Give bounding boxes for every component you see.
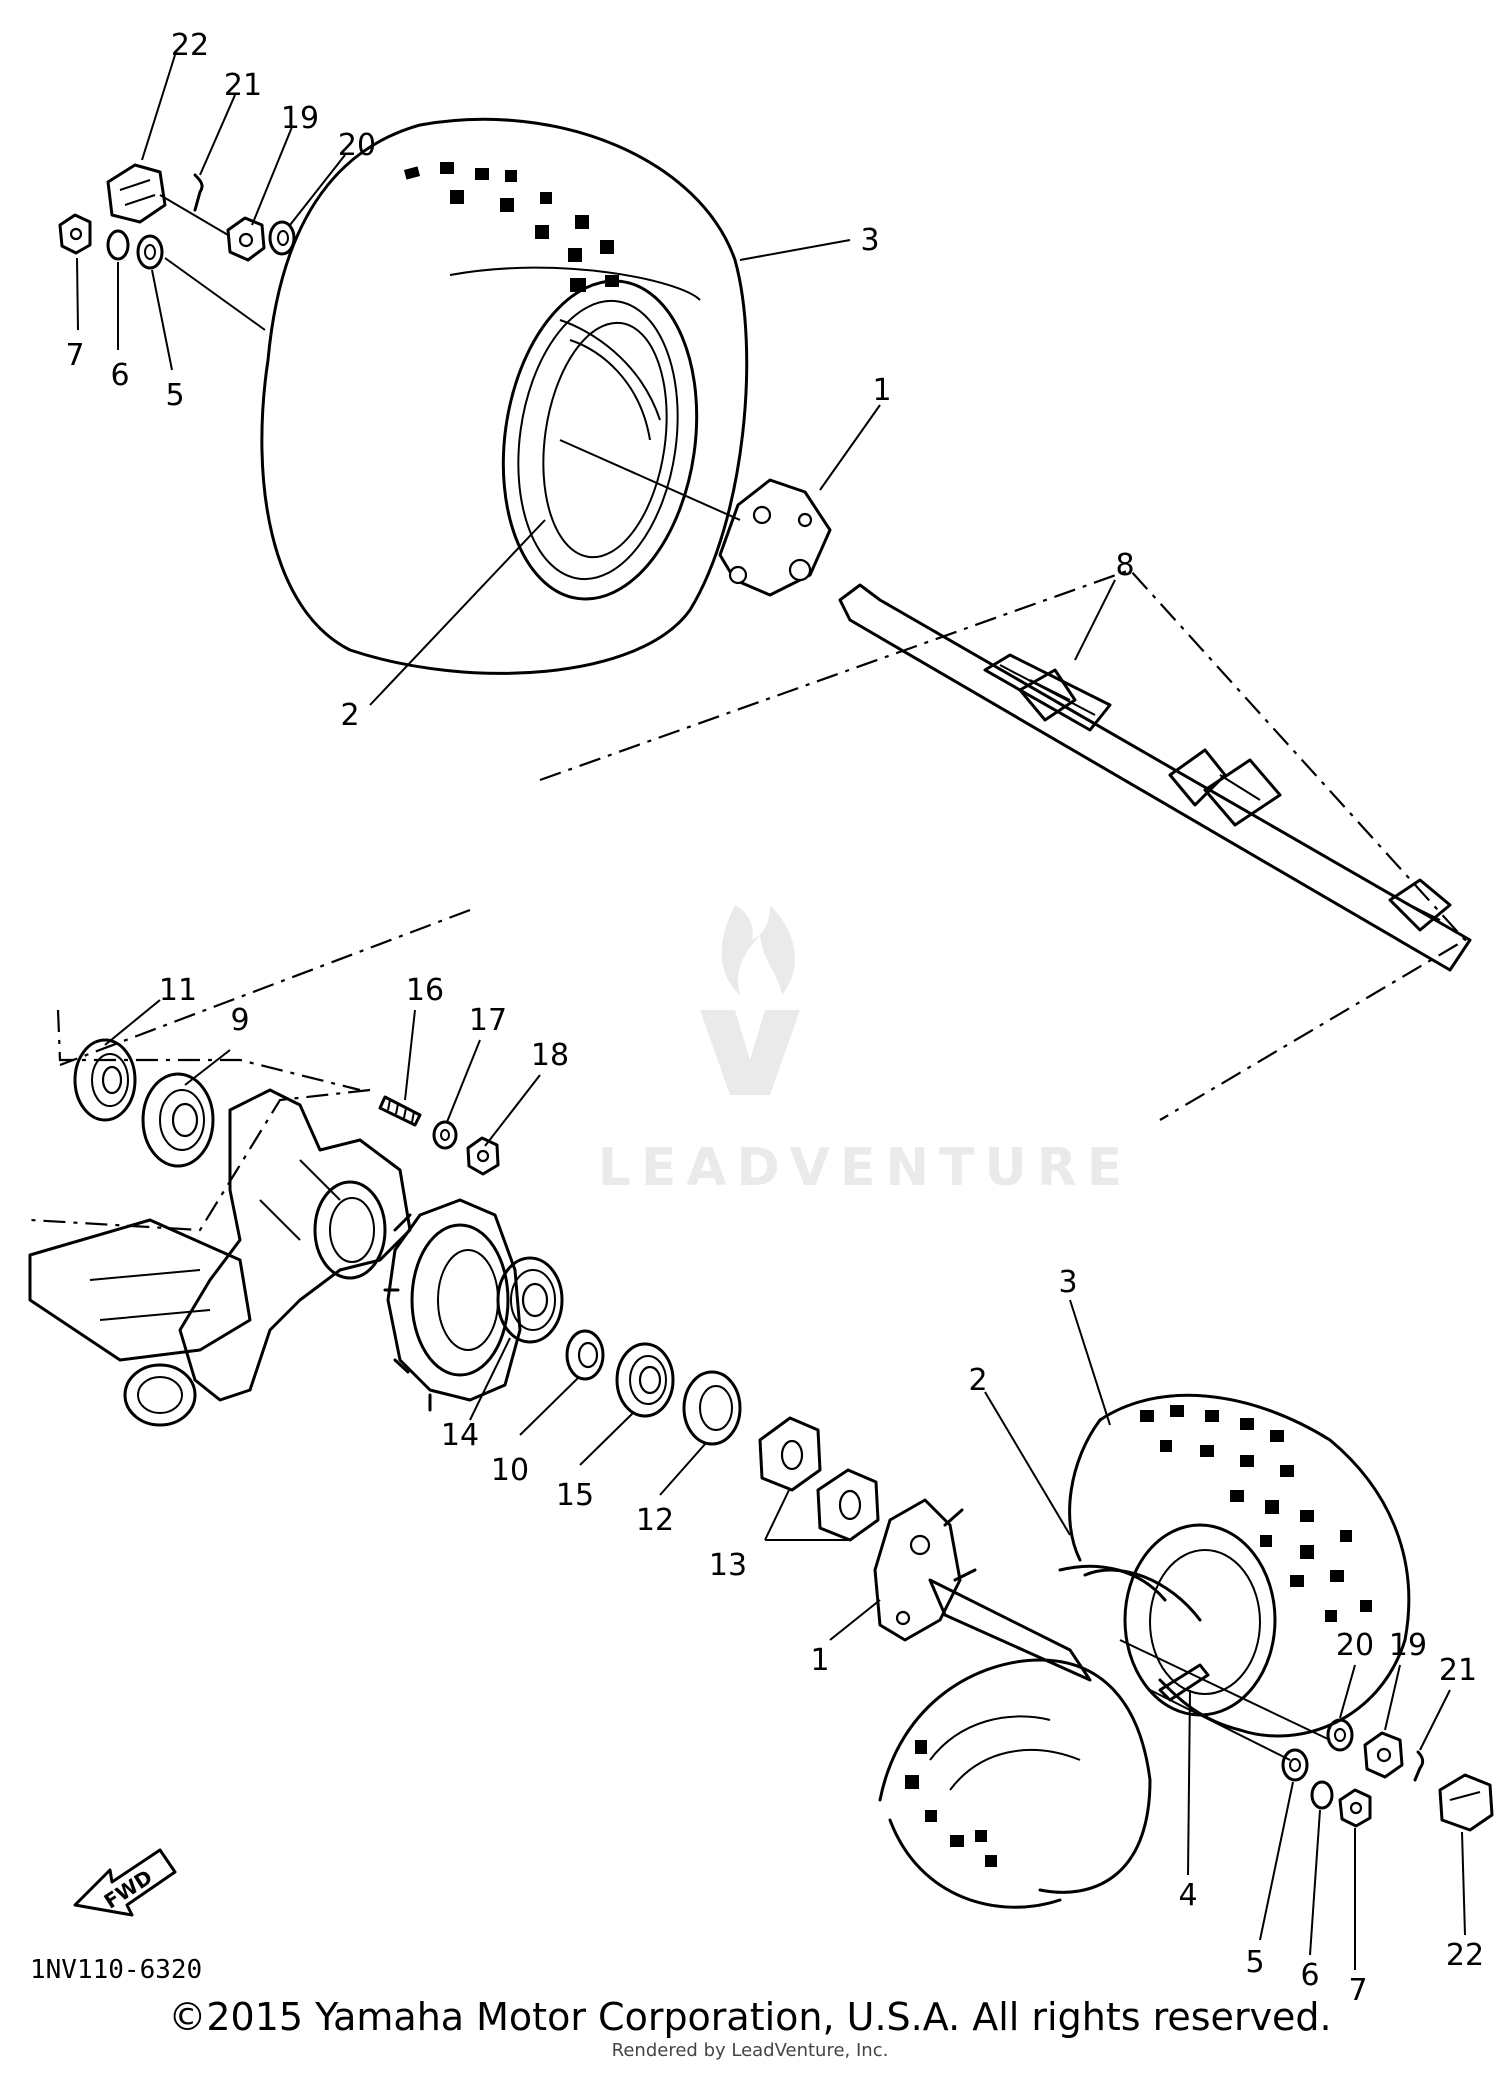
watermark-text: LEADVENTURE xyxy=(598,1138,1133,1198)
washer-top xyxy=(268,220,296,256)
rendered-by-text: Rendered by LeadVenture, Inc. xyxy=(611,2040,889,2061)
cotter-pin-bottom xyxy=(1413,1750,1425,1782)
label-15: 15 xyxy=(556,1478,594,1513)
leadventure-watermark: LEADVENTURE xyxy=(598,905,1133,1198)
label-5-top: 5 xyxy=(165,378,184,413)
label-19-bottom: 19 xyxy=(1389,1628,1427,1663)
top-wheel-assembly xyxy=(260,117,832,675)
label-21-bottom: 21 xyxy=(1439,1653,1477,1688)
copyright-text: ©2015 Yamaha Motor Corporation, U.S.A. A… xyxy=(168,1995,1332,2039)
castle-nut-bottom xyxy=(1438,1773,1494,1832)
spring-washer-6b xyxy=(1310,1780,1334,1810)
label-1-top: 1 xyxy=(872,373,891,408)
label-22-bottom: 22 xyxy=(1446,1938,1484,1973)
rim-top xyxy=(501,279,699,601)
label-8: 8 xyxy=(1115,548,1134,583)
label-10: 10 xyxy=(491,1453,529,1488)
bottom-small-parts xyxy=(1281,1718,1494,1832)
hub-bottom xyxy=(873,1498,977,1642)
label-22-top: 22 xyxy=(171,28,209,63)
tread-blocks-top xyxy=(403,162,619,292)
label-6-top: 6 xyxy=(110,358,129,393)
label-3-top: 3 xyxy=(860,223,879,258)
label-18: 18 xyxy=(531,1038,569,1073)
spring-washer-6 xyxy=(106,229,130,261)
tread-blocks-bottom xyxy=(905,1405,1372,1867)
axle-nut-13b xyxy=(816,1468,880,1542)
boundary-line-upper xyxy=(539,568,1467,1121)
label-21-top: 21 xyxy=(224,68,262,103)
label-7-bottom: 7 xyxy=(1348,1973,1367,2008)
label-19-top: 19 xyxy=(281,101,319,136)
bearing-14-ring xyxy=(496,1256,564,1344)
stud-16 xyxy=(378,1095,422,1127)
boundary-line-lower xyxy=(56,1009,361,1092)
label-20-top: 20 xyxy=(338,128,376,163)
axle-nut-13a xyxy=(758,1416,822,1492)
bearing-9 xyxy=(141,1072,215,1168)
oil-seal-12 xyxy=(682,1370,742,1446)
nut-left-7 xyxy=(58,213,92,255)
nut-18 xyxy=(466,1136,500,1176)
hub-top xyxy=(718,478,832,597)
label-2-bottom: 2 xyxy=(968,1363,987,1398)
label-2-top: 2 xyxy=(340,698,359,733)
washer-17 xyxy=(432,1120,458,1150)
leader-lines xyxy=(76,54,1466,1970)
label-6-bottom: 6 xyxy=(1300,1958,1319,1993)
label-12: 12 xyxy=(636,1503,674,1538)
stud-4 xyxy=(1158,1663,1210,1702)
nut-top xyxy=(226,216,266,262)
label-5-bottom: 5 xyxy=(1245,1945,1264,1980)
bearing-11 xyxy=(73,1038,137,1122)
washer-20b xyxy=(1326,1718,1354,1752)
collar-10 xyxy=(565,1329,605,1381)
sprocket-hub-14 xyxy=(383,1198,564,1412)
label-17: 17 xyxy=(469,1003,507,1038)
axle-housing xyxy=(28,1088,412,1427)
nut-19b xyxy=(1363,1731,1404,1779)
label-4: 4 xyxy=(1178,1878,1197,1913)
label-3-bottom: 3 xyxy=(1058,1265,1077,1300)
diagram-code: 1NV110-6320 xyxy=(30,1955,203,1985)
label-9: 9 xyxy=(230,1003,249,1038)
bottom-wheel-assembly xyxy=(873,1393,1411,1909)
oil-seal-15 xyxy=(615,1342,675,1418)
label-1-bottom: 1 xyxy=(810,1643,829,1678)
plain-washer-5 xyxy=(136,234,164,270)
label-7-top: 7 xyxy=(65,338,84,373)
cotter-pin-top xyxy=(193,173,204,212)
label-20-bottom: 20 xyxy=(1336,1628,1374,1663)
tire-top xyxy=(260,117,749,675)
tire-bottom xyxy=(1098,1393,1411,1738)
label-11: 11 xyxy=(159,973,197,1008)
washer-5b xyxy=(1281,1748,1309,1782)
castle-nut-top xyxy=(106,163,167,224)
fwd-arrow: FWD xyxy=(73,1848,177,1917)
nut-7b xyxy=(1338,1788,1372,1828)
top-small-parts xyxy=(58,163,296,331)
label-16: 16 xyxy=(406,973,444,1008)
label-14: 14 xyxy=(441,1418,479,1453)
callout-labels: 22 21 19 20 7 6 5 3 1 8 2 11 9 16 17 18 … xyxy=(65,28,1484,2008)
rear-axle xyxy=(838,583,1472,972)
label-13: 13 xyxy=(709,1548,747,1583)
